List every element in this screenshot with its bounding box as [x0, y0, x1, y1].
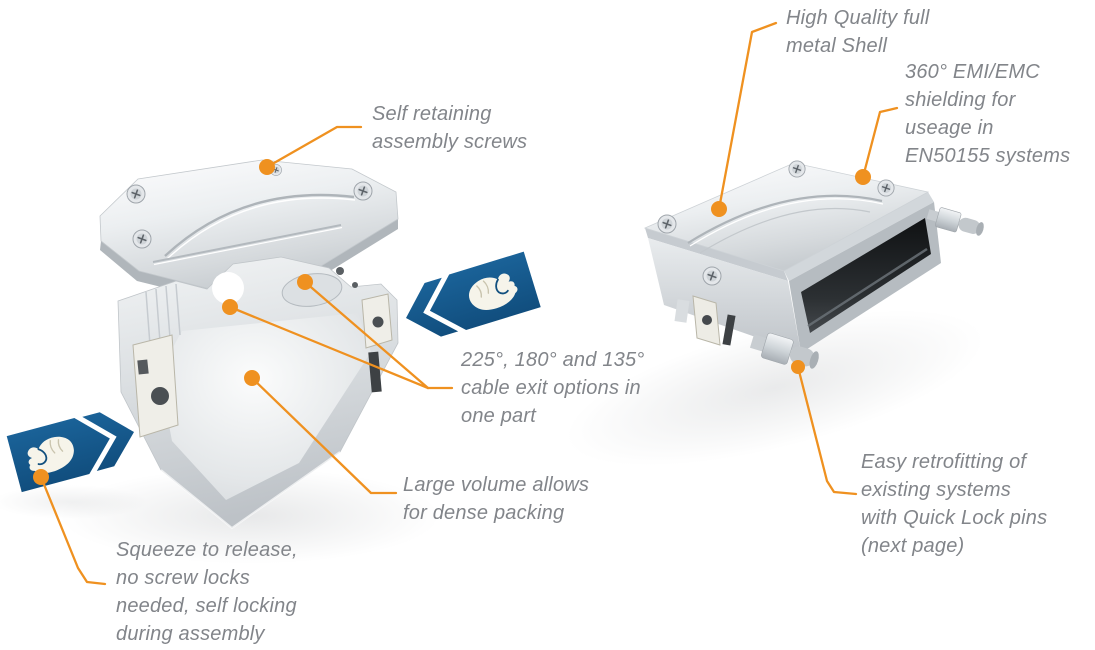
- callout-high-quality: High Quality full metal Shell: [786, 7, 930, 57]
- leader-squeeze-release: [39, 475, 107, 586]
- quick-lock-pin-right: [926, 207, 984, 236]
- leader-high-quality: [717, 21, 778, 211]
- leader-emi-shielding: [861, 106, 899, 179]
- callout-cable-exit: 225°, 180° and 135° cable exit options i…: [461, 349, 645, 427]
- callout-anchor-dots: [33, 159, 871, 485]
- quick-lock-pin-front: [749, 332, 819, 369]
- callout-emi-shielding: 360° EMI/EMC shielding for useage in EN5…: [905, 61, 1071, 167]
- callout-easy-retrofit: Easy retrofitting of existing systems wi…: [861, 451, 1048, 557]
- leader-self-retaining: [265, 125, 363, 169]
- squeeze-arrow-left-icon: [6, 412, 134, 493]
- leader-easy-retrofit: [796, 365, 858, 496]
- leader-cable-exit-b: [303, 280, 454, 390]
- callout-self-retaining: Self retaining assembly screws: [372, 103, 528, 153]
- callout-leader-lines: [39, 21, 899, 586]
- callout-squeeze-release: Squeeze to release, no screw locks neede…: [116, 539, 298, 645]
- leader-cable-exit-a: [228, 305, 430, 390]
- callout-large-volume: Large volume allows for dense packing: [403, 474, 590, 524]
- shell-base-render: [117, 256, 399, 530]
- assembled-shell-render: [643, 160, 984, 369]
- squeeze-arrow-right-icon: [406, 251, 541, 337]
- leader-large-volume: [250, 376, 398, 495]
